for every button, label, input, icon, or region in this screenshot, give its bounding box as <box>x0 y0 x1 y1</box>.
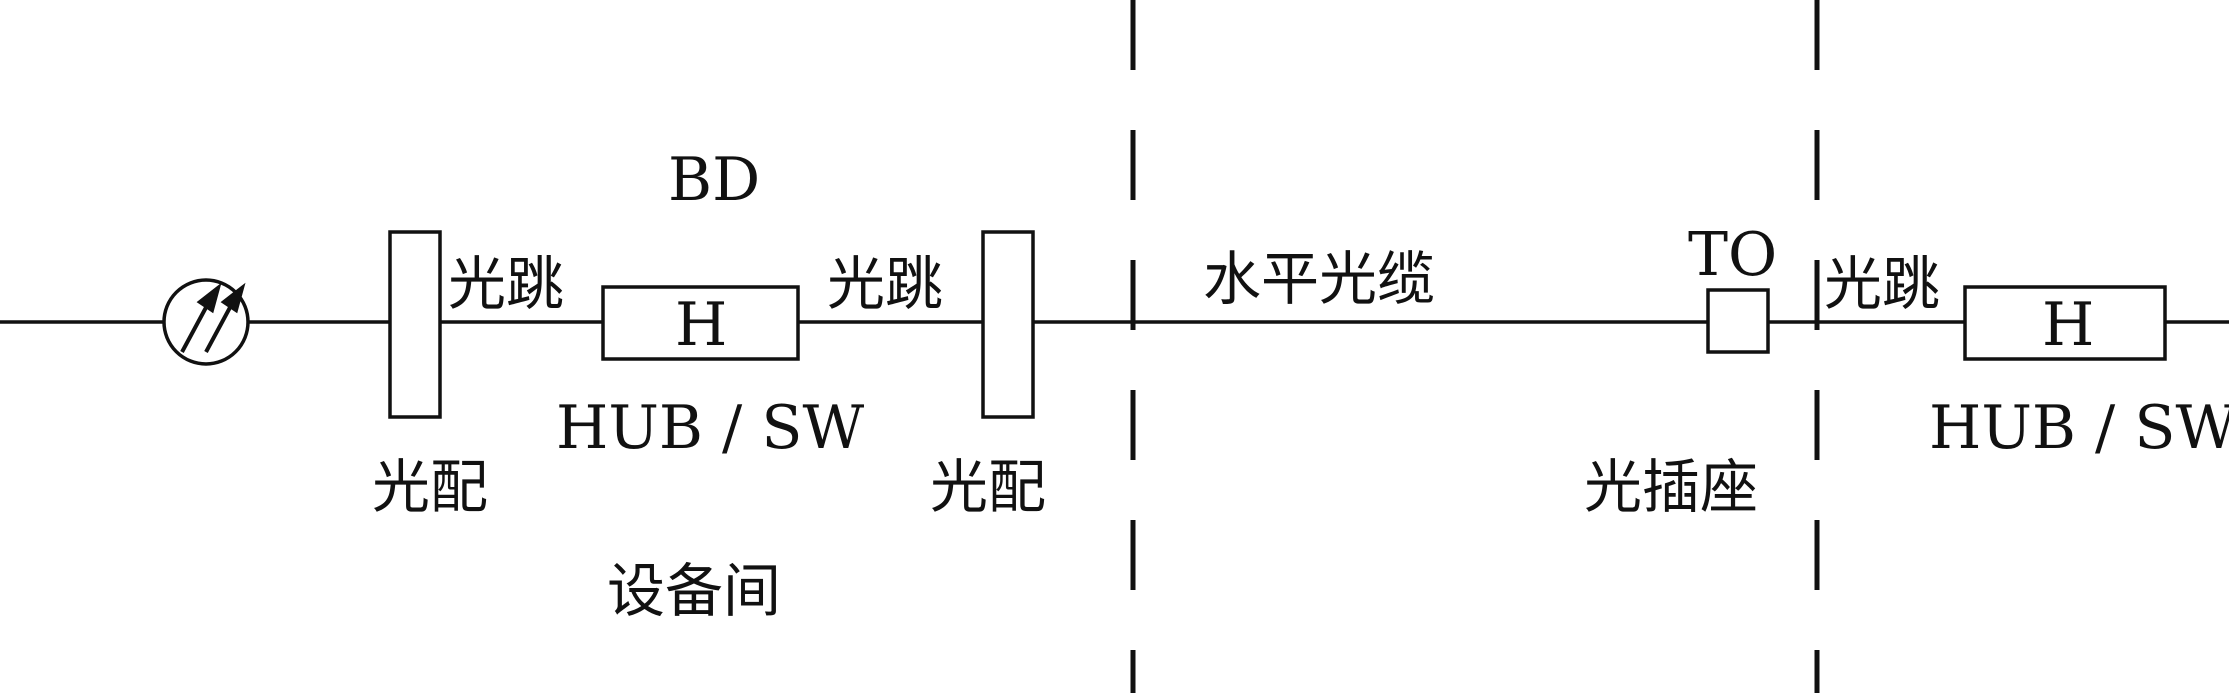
optical-patch-panel-1 <box>388 230 442 419</box>
transceiver-arrows-icon <box>180 282 246 353</box>
hub-label-2: H <box>2042 290 2095 360</box>
hub-box-1 <box>601 285 800 361</box>
hub-sw-label-1: HUB / SW <box>556 393 865 463</box>
to-box <box>1706 288 1770 354</box>
horizontal-cable-label: 水平光缆 <box>1203 245 1436 313</box>
fiber-jump-label-1: 光跳 <box>448 250 565 318</box>
hub-label-1: H <box>675 290 728 360</box>
hub-sw-label-2: HUB / SW <box>1929 393 2229 463</box>
hub-box-2 <box>1963 285 2167 361</box>
optical-patch-label-1: 光配 <box>372 453 489 521</box>
optical-patch-panel-2 <box>981 230 1035 419</box>
fiber-jump-label-3: 光跳 <box>1824 250 1941 318</box>
equipment-room-label: 设备间 <box>607 557 782 625</box>
optical-outlet-label: 光插座 <box>1584 453 1759 521</box>
to-label: TO <box>1688 220 1778 290</box>
fiber-jump-label-2: 光跳 <box>827 250 944 318</box>
optical-patch-label-2: 光配 <box>930 453 1047 521</box>
bd-label: BD <box>668 145 761 215</box>
